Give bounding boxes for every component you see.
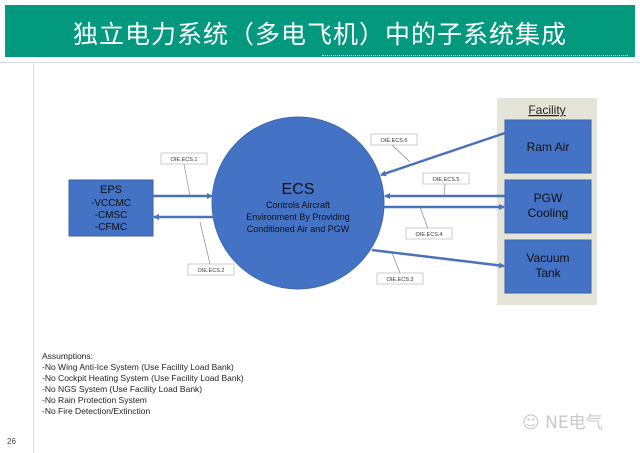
vacuum-tank-label: Tank — [535, 266, 561, 280]
page-number: 26 — [7, 437, 16, 446]
ecs-circle — [211, 116, 385, 290]
vacuum-tank-box — [504, 239, 592, 294]
arrow-ramair-to-ecs — [380, 131, 506, 177]
leader-line — [419, 206, 429, 230]
interface-label: OIE.ECS.3 — [387, 277, 414, 283]
watermark: ☺ NE电气 — [522, 408, 603, 433]
ecs-description: Conditioned Air and PGW — [247, 224, 350, 234]
pgw-cooling-label: PGW — [534, 191, 563, 205]
divider — [33, 62, 34, 453]
eps-box — [68, 179, 154, 237]
leader-line — [391, 252, 401, 274]
assumption-item: -No Cockpit Heating System (Use Facility… — [42, 373, 244, 383]
interface-label: OIE.ECS.4 — [416, 232, 443, 238]
assumption-item: -No Fire Detection/Extinction — [42, 406, 151, 416]
interface-label: OIE.ECS.5 — [433, 177, 460, 183]
facility-label: Facility — [528, 103, 565, 117]
watermark-text: NE电气 — [545, 413, 603, 433]
pgw-cooling-label: Cooling — [528, 206, 569, 220]
ecs-description: Controls Aircraft — [266, 200, 331, 210]
vacuum-tank-label: Vacuum — [526, 251, 569, 265]
leader-line — [443, 183, 446, 197]
eps-item: -VCCMC — [91, 198, 131, 209]
divider — [0, 62, 640, 63]
assumption-item: -No Wing Anti-Ice System (Use Facility L… — [42, 362, 234, 372]
eps-title: EPS — [100, 184, 122, 196]
interface-label: OIE.ECS.6 — [381, 138, 408, 144]
assumptions-list: Assumptions: -No Wing Anti-Ice System (U… — [42, 351, 244, 417]
pgw-cooling-box — [504, 179, 592, 234]
ecs-title: ECS — [282, 181, 315, 198]
assumption-item: -No NGS System (Use Facility Load Bank) — [42, 384, 203, 394]
assumptions-heading: Assumptions: — [42, 351, 94, 361]
interface-label: OIE.ECS.1 — [171, 157, 198, 163]
slide-header: 独立电力系统（多电飞机）中的子系统集成 — [5, 5, 635, 57]
ecs-description: Environment By Providing — [246, 212, 350, 222]
ram-air-label: Ram Air — [527, 140, 570, 154]
assumption-item: -No Rain Protection System — [42, 395, 147, 405]
slide-title: 独立电力系统（多电飞机）中的子系统集成 — [72, 20, 567, 49]
eps-item: -CFMC — [95, 222, 127, 233]
leader-line — [391, 144, 411, 163]
eps-item: -CMSC — [95, 210, 128, 221]
leader-line — [199, 221, 211, 265]
wechat-icon: ☺ — [522, 413, 540, 433]
divider — [322, 55, 628, 56]
interface-label: OIE.ECS.2 — [198, 268, 225, 274]
ram-air-box — [504, 119, 592, 174]
arrow-ecs-to-vacuum — [371, 248, 505, 269]
leader-line — [183, 163, 191, 197]
